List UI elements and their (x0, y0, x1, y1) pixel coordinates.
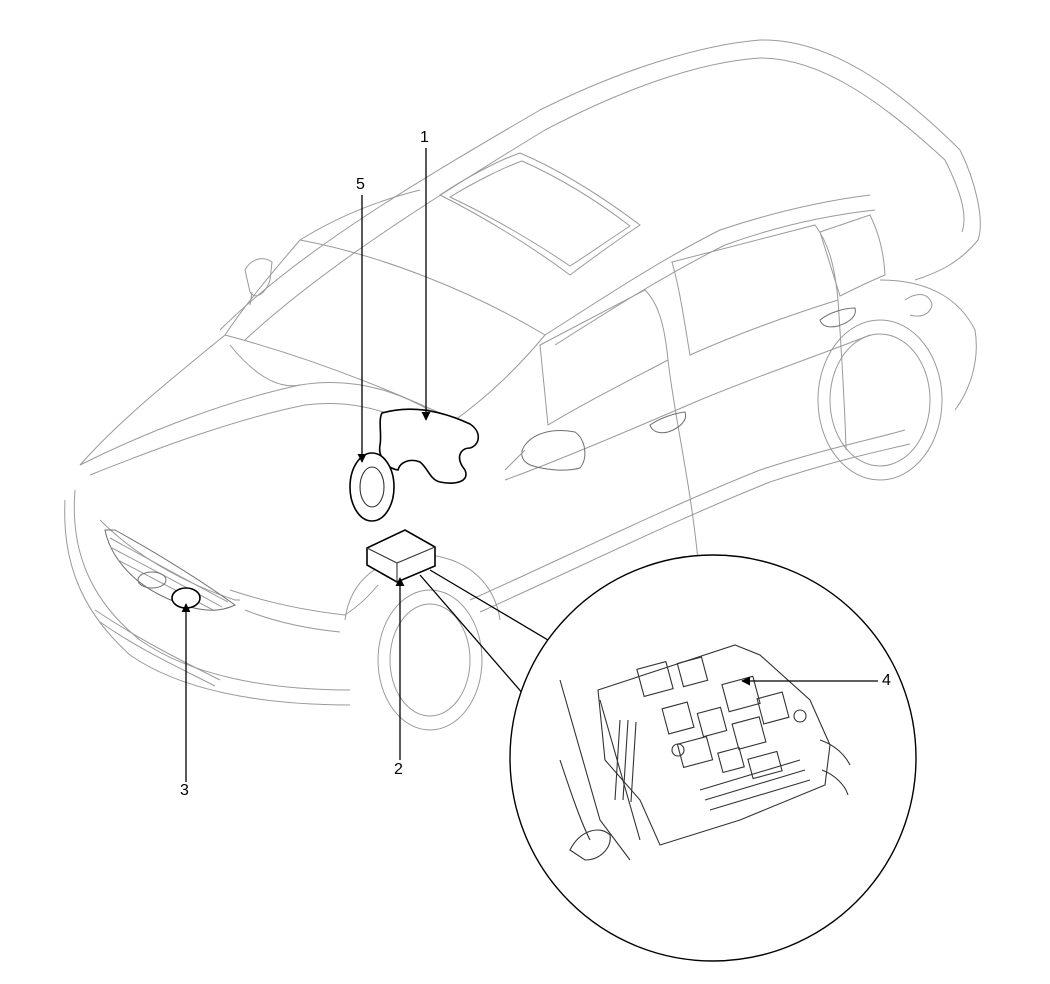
part-2-control-module (366, 529, 436, 583)
vehicle-body-outline (64, 39, 981, 731)
callout-3: 3 (180, 782, 189, 799)
callout-4: 4 (882, 672, 891, 689)
part-1-passenger-airbag (378, 408, 480, 484)
detail-view-relay-box (509, 554, 917, 962)
callout-1: 1 (420, 129, 429, 146)
leader-lines (181, 148, 878, 782)
callout-5: 5 (356, 176, 365, 193)
magnifier-connector (419, 569, 554, 696)
part-5-driver-airbag (349, 452, 395, 522)
callout-2: 2 (394, 761, 403, 778)
